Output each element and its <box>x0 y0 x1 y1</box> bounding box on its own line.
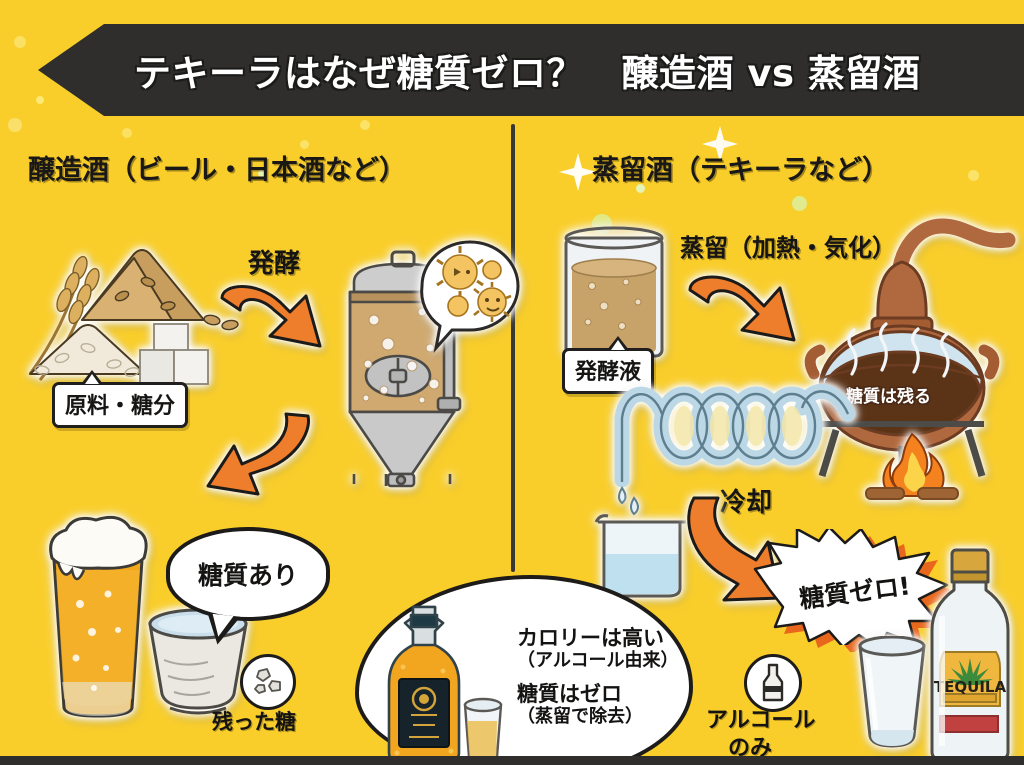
cooling-label: 冷却 <box>720 488 773 518</box>
sugar-crystals-glyph <box>254 668 281 694</box>
header-banner: テキーラはなぜ糖質ゼロ？ 醸造酒 vs 蒸留酒 <box>38 24 1024 116</box>
left-panel-heading: 醸造酒（ビール・日本酒など） <box>28 155 406 186</box>
sugar-remains-text: 糖質は残る <box>846 387 931 407</box>
decor-dot <box>968 170 979 181</box>
bottle-circle-icon <box>744 654 802 712</box>
ingredients-label: 原料・糖分 <box>52 370 189 428</box>
mash-label-text: 発酵液 <box>575 360 642 385</box>
panel-divider <box>511 124 515 572</box>
distillation-arrow-icon <box>688 275 796 342</box>
decor-dot <box>360 120 370 130</box>
mash-label: 発酵液 <box>562 336 655 394</box>
ingredients-label-text: 原料・糖分 <box>65 394 176 419</box>
beaker-icon <box>594 496 686 598</box>
callout-text-block: カロリーは高い （アルコール由来） 糖質はゼロ （蒸留で除去） <box>517 627 678 726</box>
summary-callout: カロリーは高い （アルコール由来） 糖質はゼロ （蒸留で除去） <box>355 575 693 765</box>
copper-pot-still-icon <box>804 218 1016 478</box>
sugar-crystals-icon <box>240 654 296 710</box>
distillation-label: 蒸留（加熱・気化） <box>680 234 896 262</box>
shot-glass-icon <box>858 636 926 748</box>
beer-glass-icon <box>49 515 148 718</box>
tequila-label-text: TEQUILA <box>934 678 1007 696</box>
condenser-coil-icon <box>614 384 856 505</box>
ingredients-illustration <box>28 249 239 385</box>
yeast-cells-icon <box>420 240 520 353</box>
callout-line4: （蒸留で除去） <box>517 705 643 727</box>
mash-beaker-icon <box>564 226 664 358</box>
decor-dot <box>14 36 26 48</box>
callout-line1: カロリーは高い <box>517 626 664 651</box>
decor-dot <box>122 128 132 138</box>
callout-line3: 糖質はゼロ <box>517 682 622 706</box>
tequila-bottle-icon: TEQUILA <box>930 548 1010 762</box>
flame-icon <box>865 432 959 500</box>
right-panel-heading: 蒸留酒（テキーラなど） <box>592 155 889 186</box>
to-beer-arrow-icon <box>206 412 310 496</box>
decor-dot <box>36 96 44 104</box>
burst-shape <box>753 529 949 645</box>
fermentation-label: 発酵 <box>248 249 301 279</box>
decor-dot <box>792 196 807 211</box>
bottom-band <box>0 756 1024 765</box>
sugar-present-bubble: 糖質あり <box>166 527 330 647</box>
leftover-sugar-label: 残った糖 <box>212 710 296 734</box>
bottle-glyph <box>762 663 784 702</box>
sake-cup-icon <box>148 608 248 715</box>
cooling-arrow-icon <box>687 496 782 602</box>
alcohol-only-label-line1: アルコール <box>706 708 816 733</box>
page-title: テキーラはなぜ糖質ゼロ？ 醸造酒 vs 蒸留酒 <box>134 52 921 95</box>
fermentation-tank-icon <box>348 250 462 488</box>
decor-dot <box>8 118 22 132</box>
fermentation-arrow-icon <box>220 285 322 348</box>
zero-sugar-burst: 糖質ゼロ! <box>753 529 958 652</box>
sugar-present-text: 糖質あり <box>197 561 298 590</box>
callout-line2: （アルコール由来） <box>517 649 679 671</box>
whisky-bottle-icon <box>387 605 503 765</box>
